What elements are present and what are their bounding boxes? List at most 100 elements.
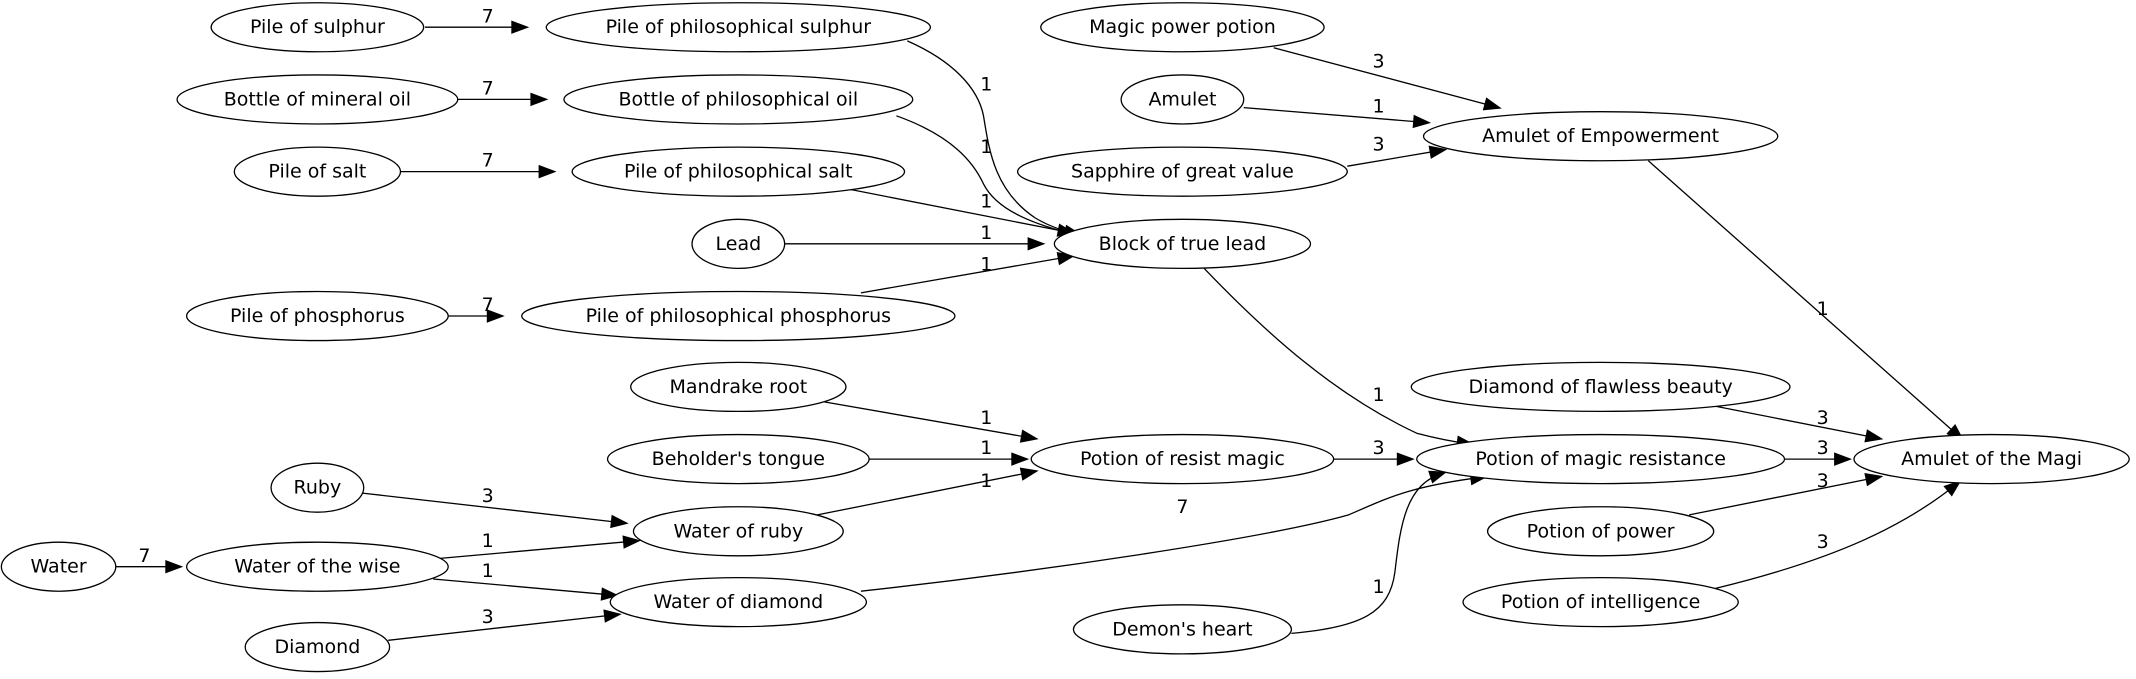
edge-arrowhead — [1864, 429, 1884, 443]
edge-pile-salt-to-phil-salt: 7 — [400, 150, 557, 179]
node-block-lead: Block of true lead — [1053, 218, 1312, 270]
node-mineral-oil: Bottle of mineral oil — [176, 74, 459, 125]
node-lead: Lead — [691, 218, 786, 270]
edge-arrowhead — [1482, 97, 1502, 111]
edge-line — [849, 188, 1073, 234]
node-shape — [609, 576, 868, 628]
edge-line — [1713, 405, 1881, 440]
edge-diamond-flawless-to-amulet-magi: 3 — [1713, 405, 1884, 443]
node-shape — [185, 290, 449, 342]
node-shape — [1030, 433, 1335, 485]
edge-water-diamond-to-potion-magic-res: 7 — [860, 471, 1489, 592]
edge-weight-label: 1 — [980, 470, 992, 492]
edge-weight-label: 1 — [980, 407, 992, 429]
node-shape — [691, 218, 786, 270]
node-label: Water of ruby — [673, 520, 803, 542]
node-shape — [630, 361, 847, 413]
node-shape — [185, 541, 449, 592]
edge-arrowhead — [1019, 429, 1039, 443]
node-shape — [1422, 111, 1779, 162]
edge-weight-label: 1 — [482, 530, 494, 552]
edge-arrowhead — [538, 164, 557, 179]
edge-arrowhead — [165, 559, 184, 574]
edge-weight-label: 3 — [1373, 133, 1385, 155]
node-label: Pile of philosophical sulphur — [606, 16, 872, 38]
node-phil-sulphur: Pile of philosophical sulphur — [545, 2, 932, 53]
edge-arrowhead — [622, 535, 641, 549]
node-amulet-empowerment: Amulet of Empowerment — [1422, 111, 1779, 162]
edge-line — [388, 613, 619, 641]
edge-weight-label: 3 — [1373, 50, 1385, 72]
node-shape — [244, 621, 391, 673]
node-ruby: Ruby — [270, 462, 365, 513]
node-label: Water — [30, 556, 86, 578]
node-shape — [1120, 74, 1245, 125]
node-phil-phosphorus: Pile of philosophical phosphorus — [521, 290, 956, 342]
node-label: Lead — [716, 233, 762, 255]
edge-arrowhead — [1412, 114, 1432, 129]
edge-line — [860, 255, 1073, 294]
edge-phil-salt-to-block-lead: 1 — [849, 188, 1076, 237]
node-label: Pile of sulphur — [250, 16, 385, 38]
node-label: Pile of phosphorus — [230, 305, 405, 327]
edge-beholder-to-potion-resist: 1 — [869, 437, 1030, 466]
node-potion-power: Potion of power — [1486, 506, 1715, 557]
node-shape — [270, 462, 365, 513]
edge-line — [1714, 481, 1960, 590]
node-label: Amulet — [1148, 88, 1216, 110]
node-potion-intel: Potion of intelligence — [1462, 576, 1739, 628]
node-shape — [1410, 361, 1791, 413]
edge-arrowhead — [1011, 452, 1030, 466]
edge-weight-label: 1 — [980, 73, 992, 95]
node-pile-sulphur: Pile of sulphur — [210, 2, 425, 53]
edge-arrowhead — [1864, 473, 1884, 487]
edge-pile-phosphorus-to-phil-phosphorus: 7 — [448, 294, 505, 323]
node-label: Pile of philosophical salt — [624, 161, 853, 183]
node-water: Water — [0, 541, 117, 592]
node-shape — [1416, 433, 1786, 485]
node-label: Magic power potion — [1089, 16, 1276, 38]
node-amulet-magi: Amulet of the Magi — [1853, 433, 2130, 485]
edge-arrowhead — [1428, 470, 1448, 484]
edge-phil-sulphur-to-block-lead: 1 — [907, 40, 1083, 238]
edge-potion-power-to-amulet-magi: 3 — [1689, 470, 1884, 516]
node-label: Diamond of flawless beauty — [1469, 376, 1733, 398]
node-beholder: Beholder's tongue — [606, 433, 870, 485]
edge-arrowhead — [610, 514, 629, 529]
node-water-ruby: Water of ruby — [632, 506, 844, 557]
node-shape — [1072, 604, 1293, 655]
edge-diamond-to-water-diamond: 3 — [388, 606, 622, 641]
node-shape — [632, 506, 844, 557]
node-shape — [1486, 506, 1715, 557]
edge-weight-label: 3 — [1373, 437, 1385, 459]
node-diamond: Diamond — [244, 621, 391, 673]
node-water-wise: Water of the wise — [185, 541, 449, 592]
node-magic-power-potion: Magic power potion — [1040, 2, 1325, 53]
edge-line — [896, 115, 1080, 237]
node-shape — [1053, 218, 1312, 270]
node-label: Mandrake root — [669, 376, 807, 398]
node-phil-oil: Bottle of philosophical oil — [563, 74, 914, 125]
edge-water-wise-to-water-diamond: 1 — [433, 560, 620, 601]
edge-arrowhead — [1834, 452, 1853, 466]
edge-line — [907, 40, 1080, 235]
edge-arrowhead — [1428, 145, 1448, 159]
node-amulet: Amulet — [1120, 74, 1245, 125]
edge-line — [1203, 267, 1472, 445]
node-sapphire: Sapphire of great value — [1016, 146, 1348, 197]
node-shape — [571, 146, 906, 197]
node-label: Demon's heart — [1112, 618, 1252, 640]
edge-weight-label: 3 — [482, 606, 494, 628]
edge-water-wise-to-water-ruby: 1 — [438, 530, 641, 560]
node-mandrake: Mandrake root — [630, 361, 847, 413]
edge-arrowhead — [1019, 467, 1039, 481]
node-label: Amulet of the Magi — [1901, 448, 2082, 470]
edge-line — [362, 492, 626, 524]
node-label: Water of the wise — [234, 556, 400, 578]
node-label: Ruby — [294, 477, 342, 499]
edge-weight-label: 3 — [1817, 470, 1829, 492]
edge-weight-label: 1 — [980, 437, 992, 459]
node-label: Block of true lead — [1099, 233, 1266, 255]
